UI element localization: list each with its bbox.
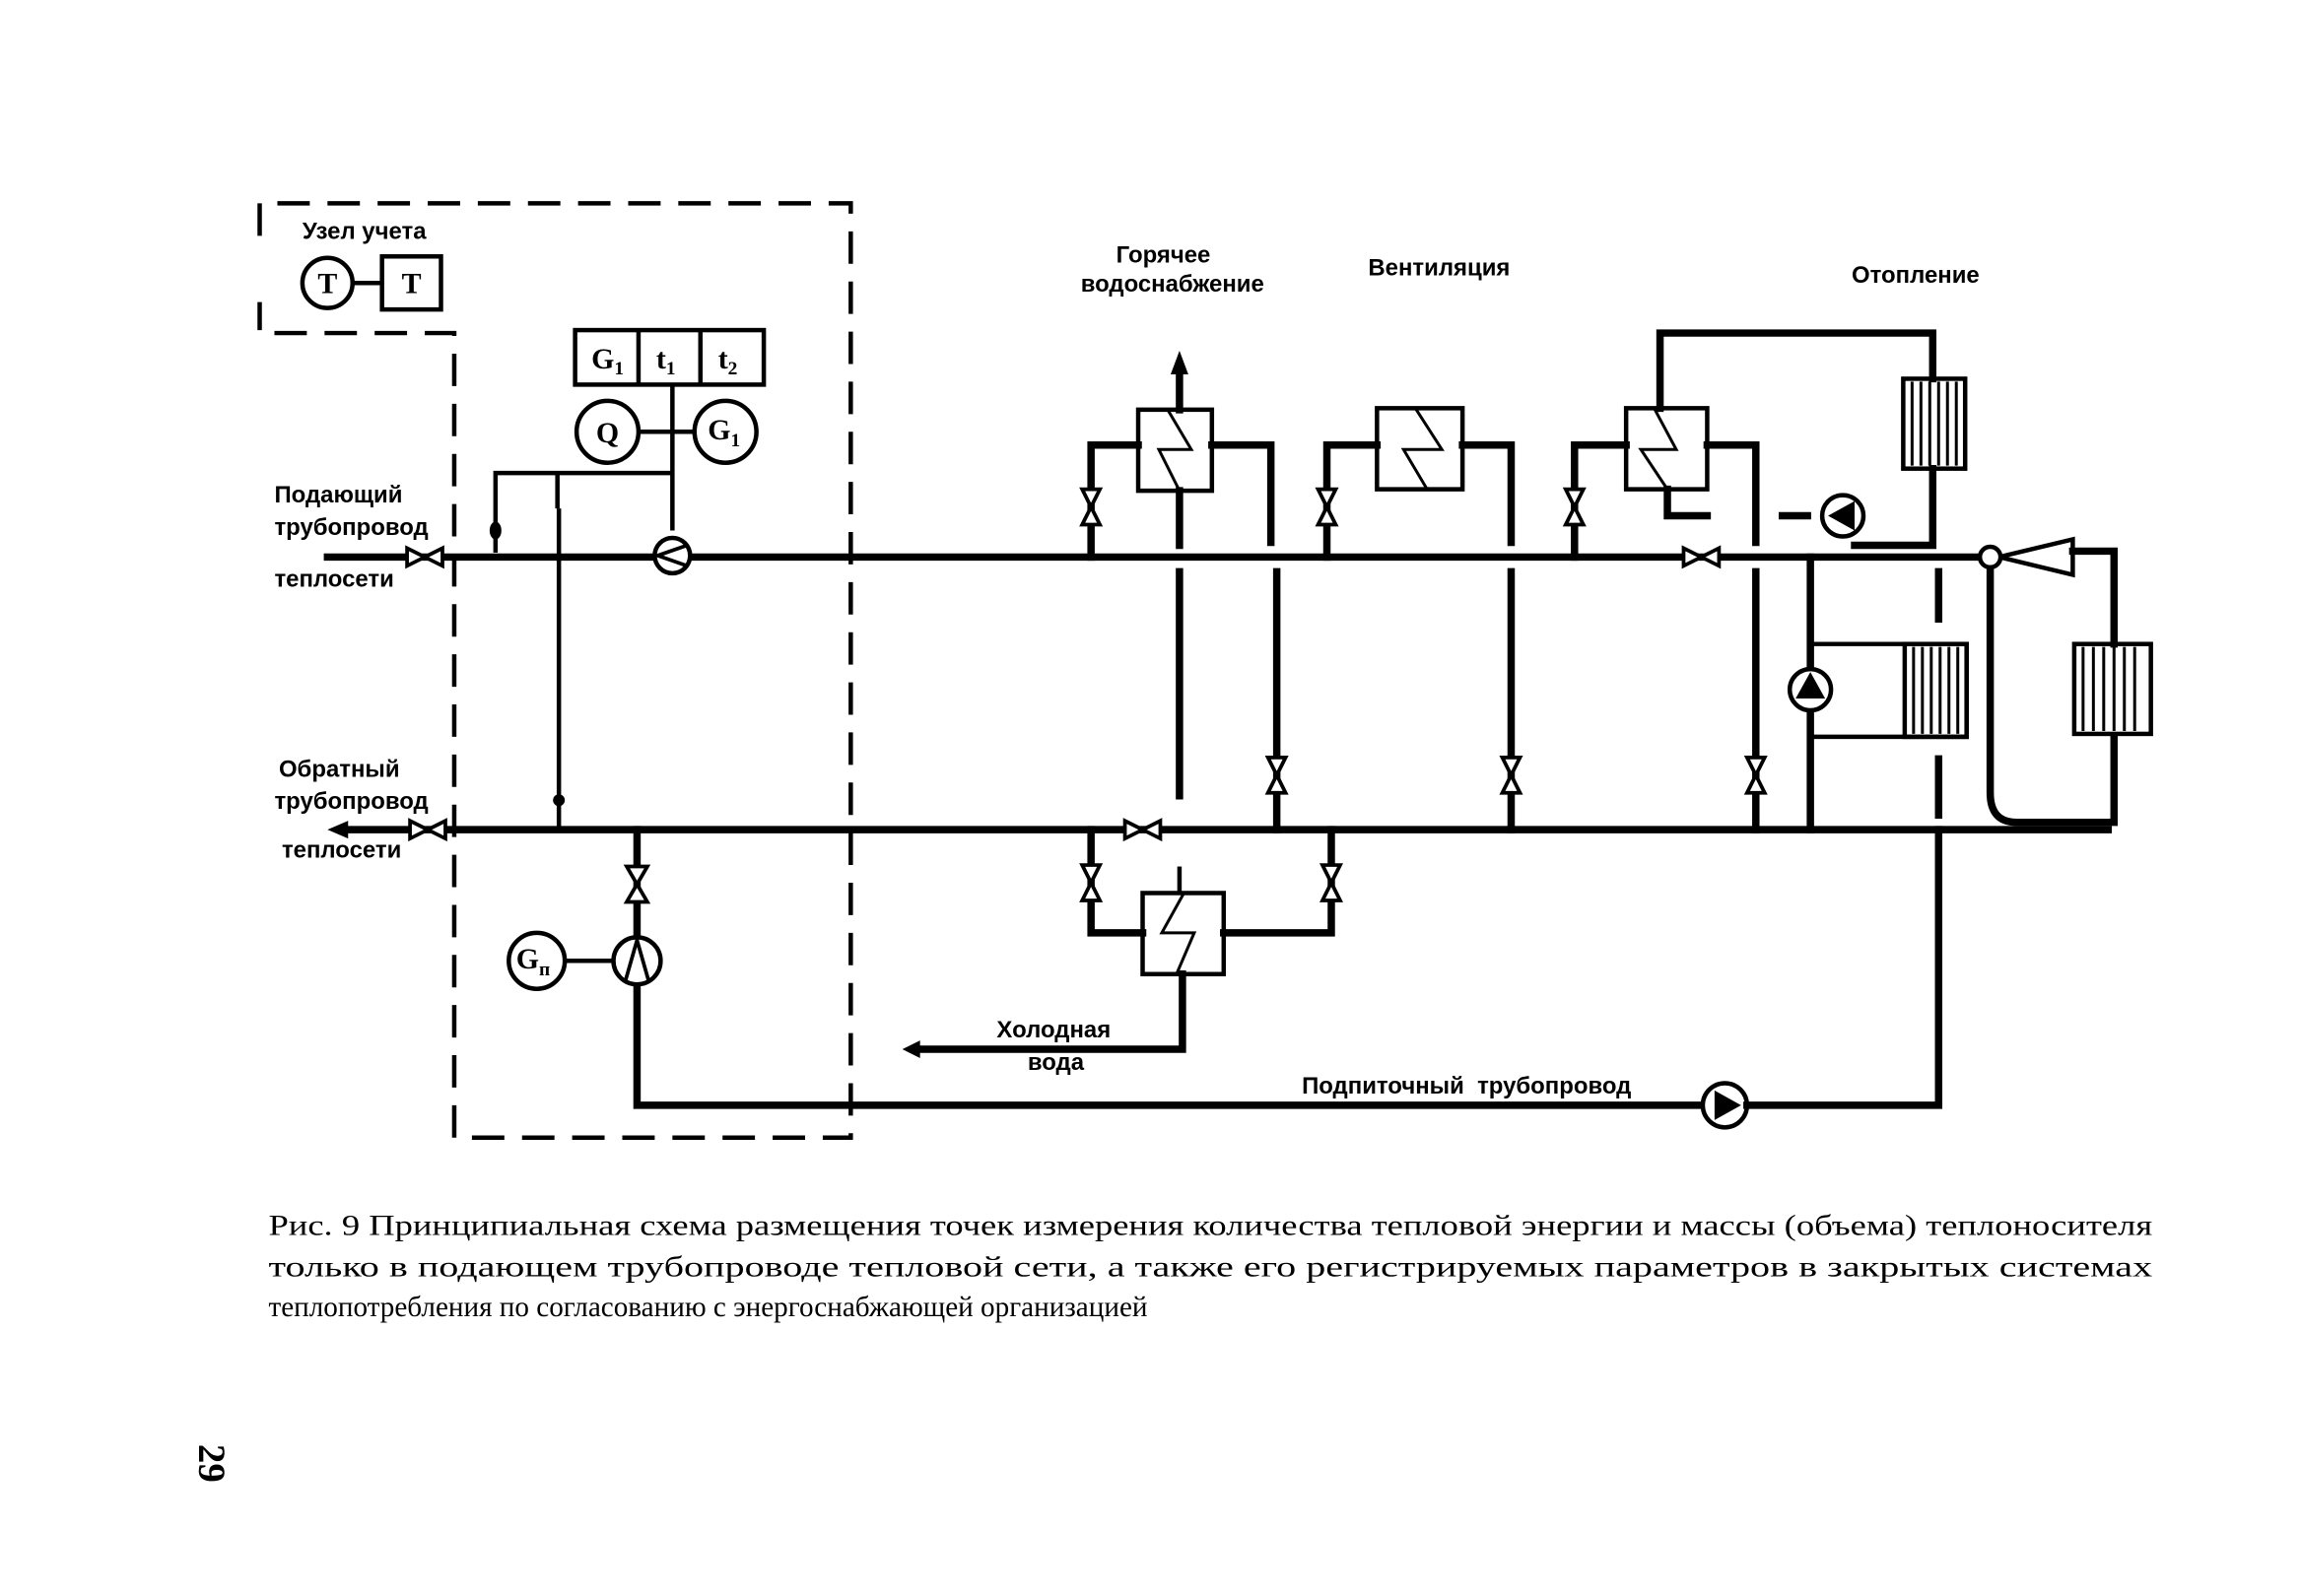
makeup-pipe-right <box>1743 826 1943 1109</box>
return-label-3: теплосети <box>282 837 401 864</box>
elevator-cone-icon <box>1998 536 2075 578</box>
hx-coil <box>1156 409 1194 492</box>
preheater-lines <box>1087 826 1335 937</box>
supply-label-2: трубопровод <box>274 514 428 541</box>
hot-water-label-2: водоснабжение <box>1081 271 1264 298</box>
heating-pump-arrow <box>1828 500 1856 531</box>
radiator-3-fins <box>2081 646 2136 731</box>
recorder-box-label: T <box>402 268 422 300</box>
instrument-panel: G1 t1 t2 <box>573 327 767 387</box>
heating-valve-icon <box>1562 487 1587 527</box>
hot-water-label-1: Горячее <box>1116 241 1211 268</box>
makeup-transducer-arrow <box>623 933 651 982</box>
return-label-1: Обратный <box>279 756 400 782</box>
recorder-box <box>379 254 443 312</box>
metering-unit-boundary <box>257 201 853 1141</box>
panel-frame <box>573 327 767 387</box>
return-outflow-arrow-icon <box>327 821 349 839</box>
hw-return-valve-icon <box>1264 755 1289 795</box>
ventilation-return-valve-icon <box>1499 755 1523 795</box>
makeup-pipe <box>633 826 1715 1109</box>
return-valve-icon <box>408 818 447 842</box>
heating-radiator-icon <box>1901 376 1968 471</box>
panel-cell-t2: t2 <box>718 343 738 379</box>
radiator-2-fins <box>1912 646 1960 734</box>
ventilation-lines <box>1322 441 1516 562</box>
panel-cell-t1: t1 <box>656 343 676 379</box>
hot-water-valve-icon <box>1079 487 1104 527</box>
preheater-valve-left-icon <box>1079 863 1104 902</box>
heat-meter-label: Q <box>596 417 619 449</box>
flow-transducer-arrow <box>651 543 688 568</box>
supply-label-3: теплосети <box>274 565 393 592</box>
return-temp-sensor-icon <box>553 794 566 807</box>
elevator-loop <box>1986 547 2119 827</box>
hw-vertical-lines <box>1176 567 1281 833</box>
makeup-valve-icon <box>623 864 651 904</box>
caption-line-2: только в подающем трубопроводе тепловой … <box>268 1251 2152 1283</box>
radiator-2-icon <box>1902 641 1969 740</box>
flow-meter-circle <box>692 398 759 465</box>
metering-unit-label: Узел учета <box>303 218 427 244</box>
page-number: 29 <box>190 1444 233 1483</box>
supply-section-valve-icon <box>1681 545 1722 569</box>
preheater-coil <box>1159 892 1197 975</box>
caption-line-3: теплопотребления по согласованию с энерг… <box>268 1292 1147 1323</box>
radiator-3-icon <box>2071 641 2153 737</box>
heating-label: Отопление <box>1852 262 1980 289</box>
heating-coil <box>1638 407 1679 491</box>
makeup-label: Подпиточный трубопровод <box>1302 1073 1631 1099</box>
ventilation-label: Вентиляция <box>1368 255 1510 282</box>
caption-line-1: Рис. 9 Принципиальная схема размещения т… <box>268 1211 2152 1242</box>
circulation-pump-arrow <box>1795 672 1826 699</box>
supply-label-1: Подающий <box>274 482 402 508</box>
elevator-node-icon <box>1977 544 2003 570</box>
temperature-sensor-lines <box>493 470 673 553</box>
hot-water-outlet-arrow-icon <box>1170 351 1188 374</box>
cold-water-label-1: Холодная <box>996 1017 1111 1043</box>
flow-meter-label: G1 <box>708 414 740 451</box>
temperature-sensor-icon <box>489 521 502 540</box>
hot-water-heat-exchanger <box>1135 407 1215 494</box>
return-section-valve-icon <box>1122 818 1163 842</box>
radiator2-loop <box>1810 641 1969 740</box>
makeup-pump-arrow <box>1714 1090 1741 1120</box>
makeup-meter-label: Gп <box>516 943 550 980</box>
recorder-circle-label: T <box>317 268 337 300</box>
cold-water-arrow-icon <box>902 1040 920 1059</box>
radiator-fins <box>1910 381 1958 466</box>
supply-valve-icon <box>405 545 444 569</box>
ventilation-valve-icon <box>1315 487 1339 527</box>
panel-cell-g1: G1 <box>591 343 624 379</box>
preheater-valve-right-icon <box>1319 863 1343 902</box>
cold-water-label-2: вода <box>1028 1049 1085 1076</box>
ventilation-coil <box>1400 407 1445 491</box>
return-label-2: трубопровод <box>274 788 428 815</box>
heating-return-valve-icon <box>1743 755 1768 795</box>
heating-circuit-lines <box>1656 329 1937 550</box>
cold-water-pipe <box>910 970 1186 1053</box>
